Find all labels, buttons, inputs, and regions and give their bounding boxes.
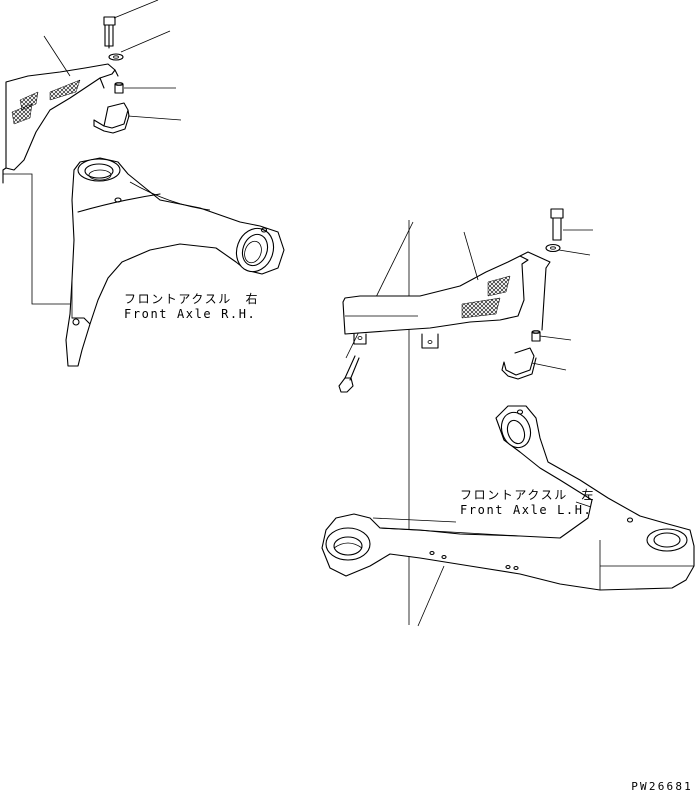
lh-fender-cover [342, 251, 551, 349]
lh-label-jp: フロントアクスル 左 [460, 488, 596, 502]
rh-clamp-bracket [93, 102, 130, 134]
rh-label-jp: フロントアクスル 右 [124, 292, 260, 306]
rh-nut [114, 82, 124, 94]
lh-label: フロントアクスル 左 Front Axle L.H. [460, 488, 595, 518]
rh-leaders [3, 0, 182, 305]
lh-nut [531, 330, 541, 342]
lh-washer [545, 243, 561, 253]
rh-fender-cover [2, 63, 119, 184]
lh-front-axle [321, 405, 695, 591]
rh-label-en: Front Axle R.H. [124, 307, 257, 321]
lh-label-en: Front Axle L.H. [460, 503, 593, 517]
lh-bolt-upper [550, 208, 564, 241]
drawing-code: PW26681 [631, 780, 693, 793]
rh-label: フロントアクスル 右 Front Axle R.H. [124, 292, 259, 322]
rh-washer [108, 53, 124, 61]
lh-bolt-lower [338, 355, 360, 393]
lh-center-line [345, 220, 414, 625]
lh-clamp-bracket [501, 347, 537, 380]
rh-front-axle [65, 157, 285, 367]
rh-bolt [103, 16, 116, 49]
